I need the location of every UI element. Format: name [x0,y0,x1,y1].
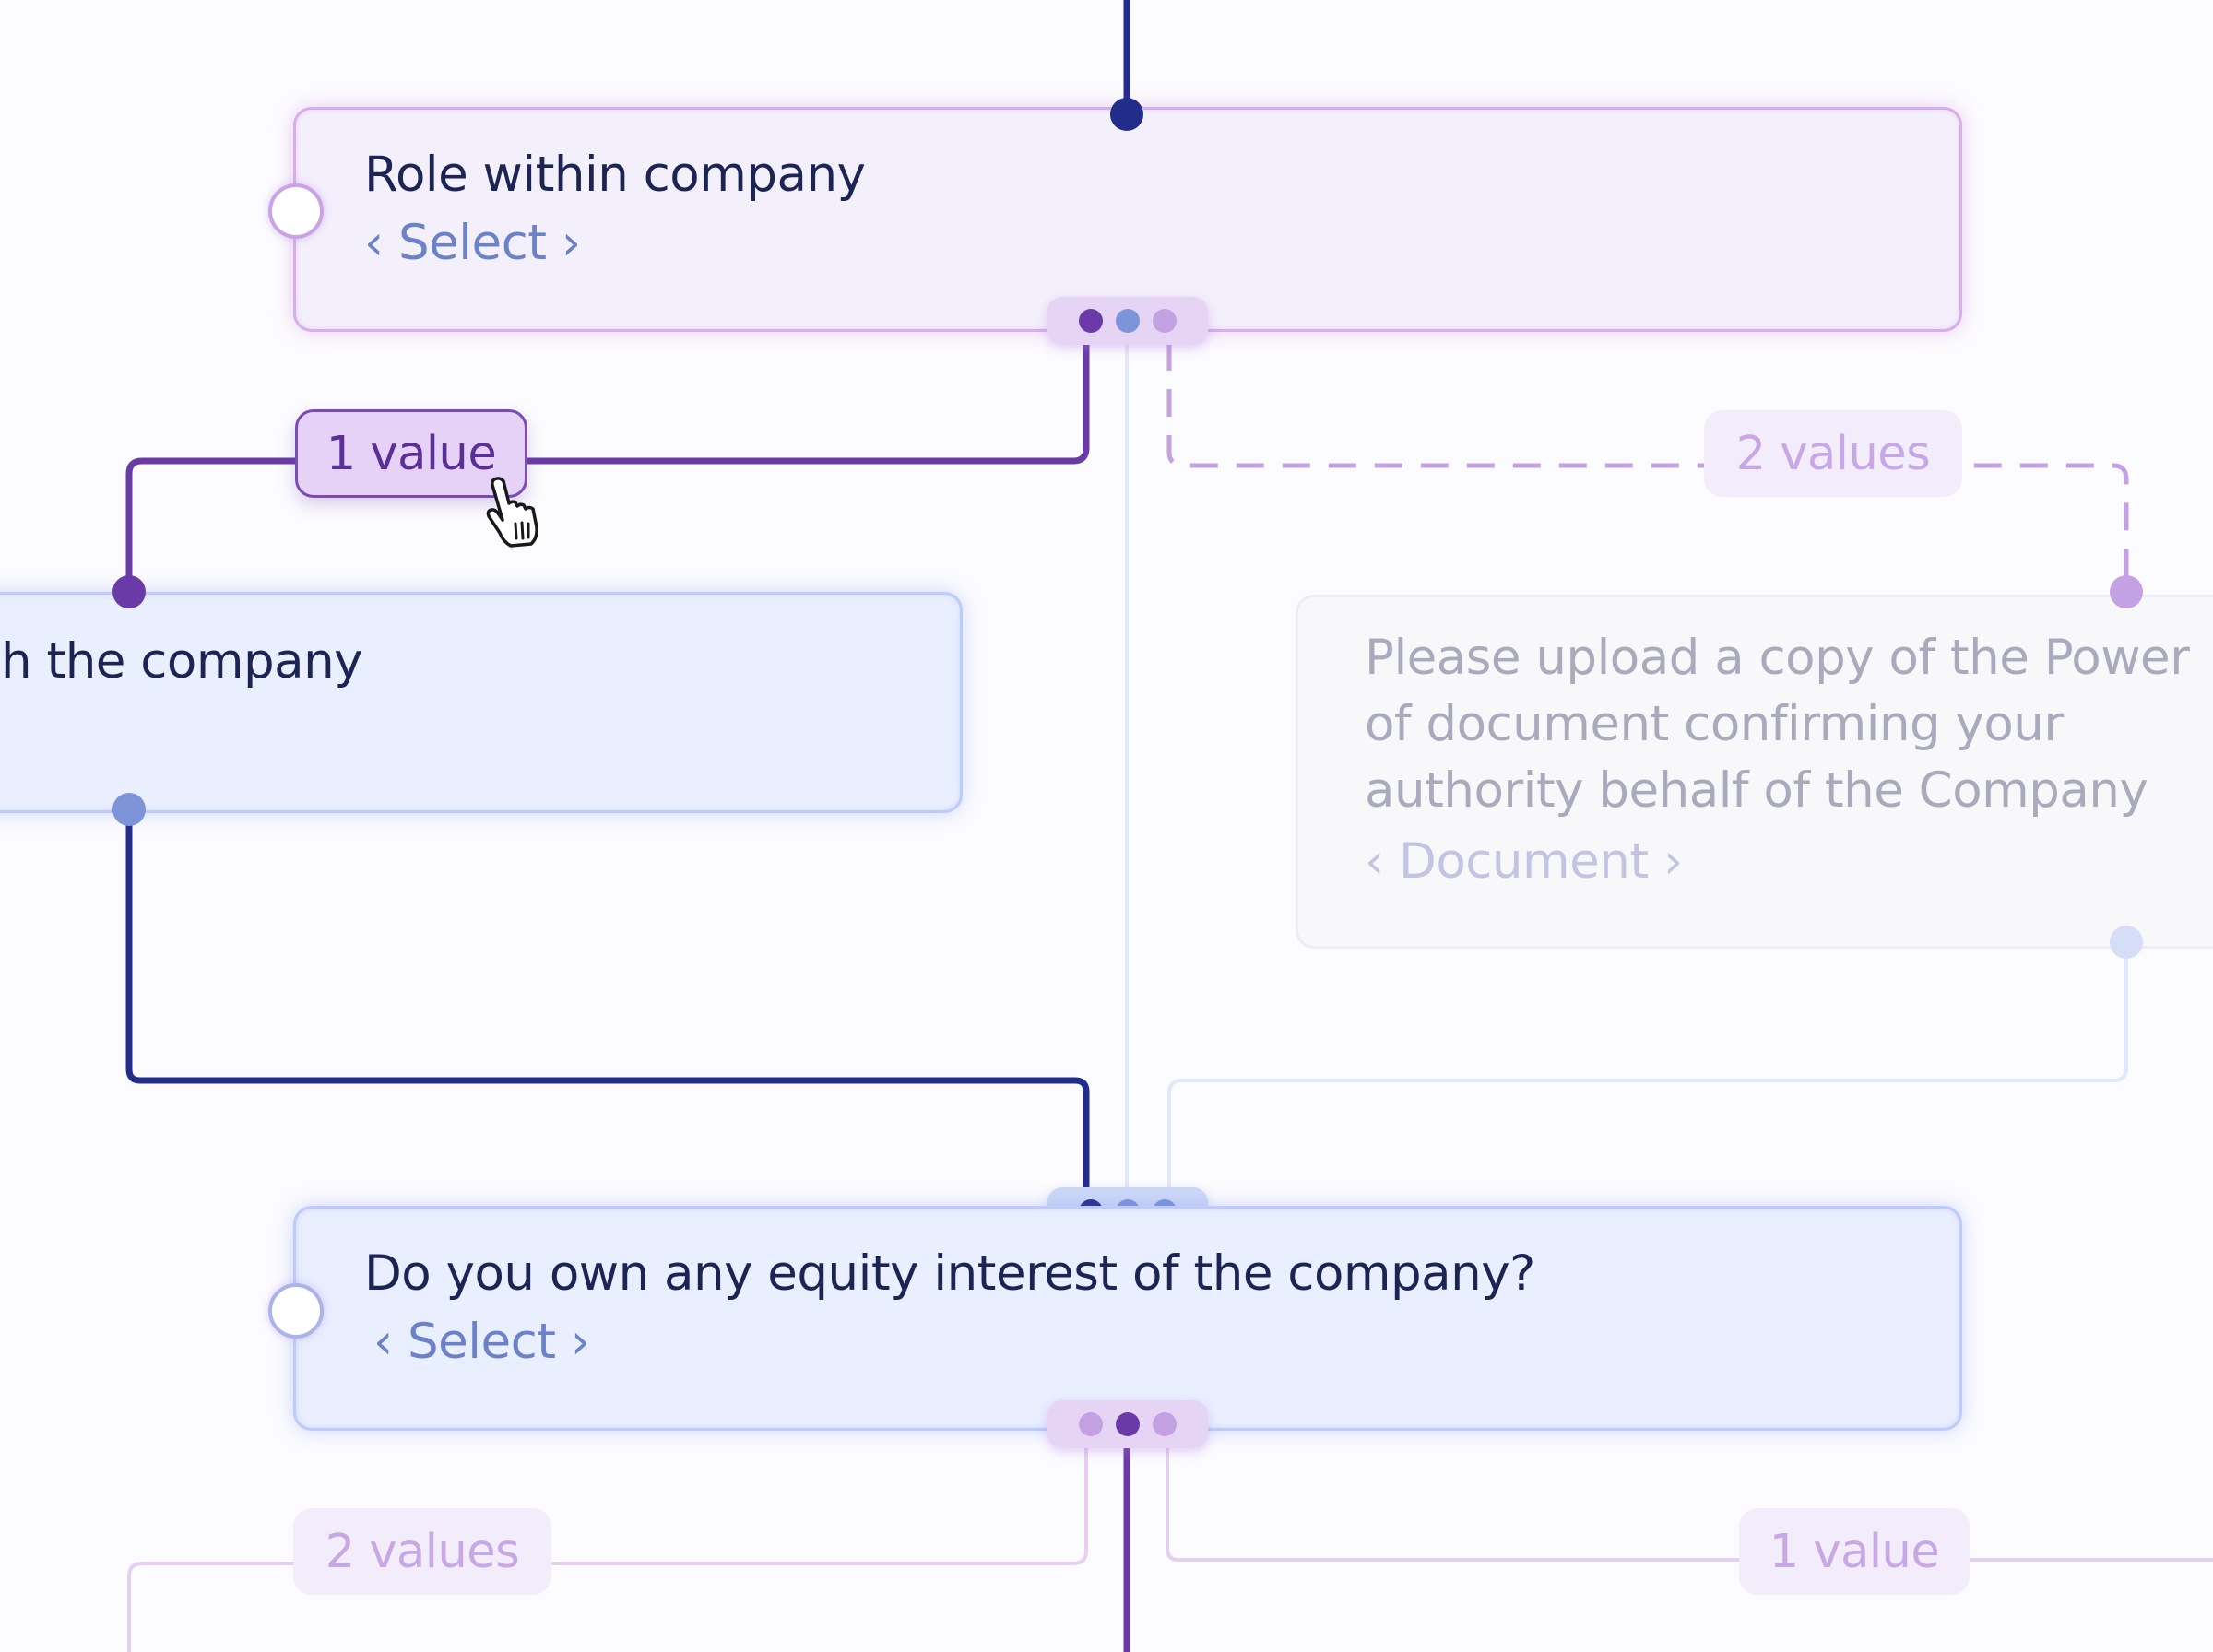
node-top-port[interactable] [2110,575,2143,608]
wire-equity-right [1166,1447,2213,1562]
node-upload-power-of-attorney[interactable]: Please upload a copy of the Power of doc… [1296,595,2213,949]
wire-relationship-to-equity [125,809,1090,1189]
node-bottom-port[interactable] [2110,926,2143,959]
node-title: Do you own any equity interest of the co… [364,1245,1535,1302]
branch-label-role-right[interactable]: 2 values [1704,410,1962,497]
node-input-port[interactable] [268,1283,324,1339]
wire-equity-left [127,1447,1088,1652]
wire-role-to-upload [1166,343,2129,590]
node-top-port[interactable] [112,575,146,608]
select-placeholder[interactable]: ‹ Select › [373,1314,590,1370]
output-port-dot[interactable] [1153,309,1177,333]
node-equity-interest[interactable]: Do you own any equity interest of the co… [293,1206,1962,1431]
output-port-dot[interactable] [1079,309,1103,333]
wire-upload-to-equity [1167,942,2128,1189]
node-title: h the company [1,633,363,690]
node-relationship-with-company[interactable]: h the company [0,592,963,813]
output-ports-pill [1047,1400,1208,1448]
output-port-dot[interactable] [1116,309,1140,333]
branch-label-equity-left[interactable]: 2 values [293,1508,551,1595]
node-input-port[interactable] [268,183,324,239]
document-placeholder[interactable]: ‹ Document › [1365,833,1683,890]
hand-pointer-icon [486,477,538,548]
select-placeholder[interactable]: ‹ Select › [364,215,581,271]
output-ports-pill [1047,297,1208,345]
branch-label-equity-right[interactable]: 1 value [1739,1508,1970,1595]
wire-role-to-relationship [125,343,1090,590]
node-title: Please upload a copy of the Power of doc… [1365,630,2190,819]
node-top-port[interactable] [1110,98,1143,131]
output-port-dot[interactable] [1079,1412,1103,1436]
node-title: Role within company [364,147,866,203]
output-port-dot[interactable] [1116,1412,1140,1436]
branch-label-role-left[interactable]: 1 value [295,409,527,498]
node-bottom-port[interactable] [112,793,146,826]
output-port-dot[interactable] [1153,1412,1177,1436]
